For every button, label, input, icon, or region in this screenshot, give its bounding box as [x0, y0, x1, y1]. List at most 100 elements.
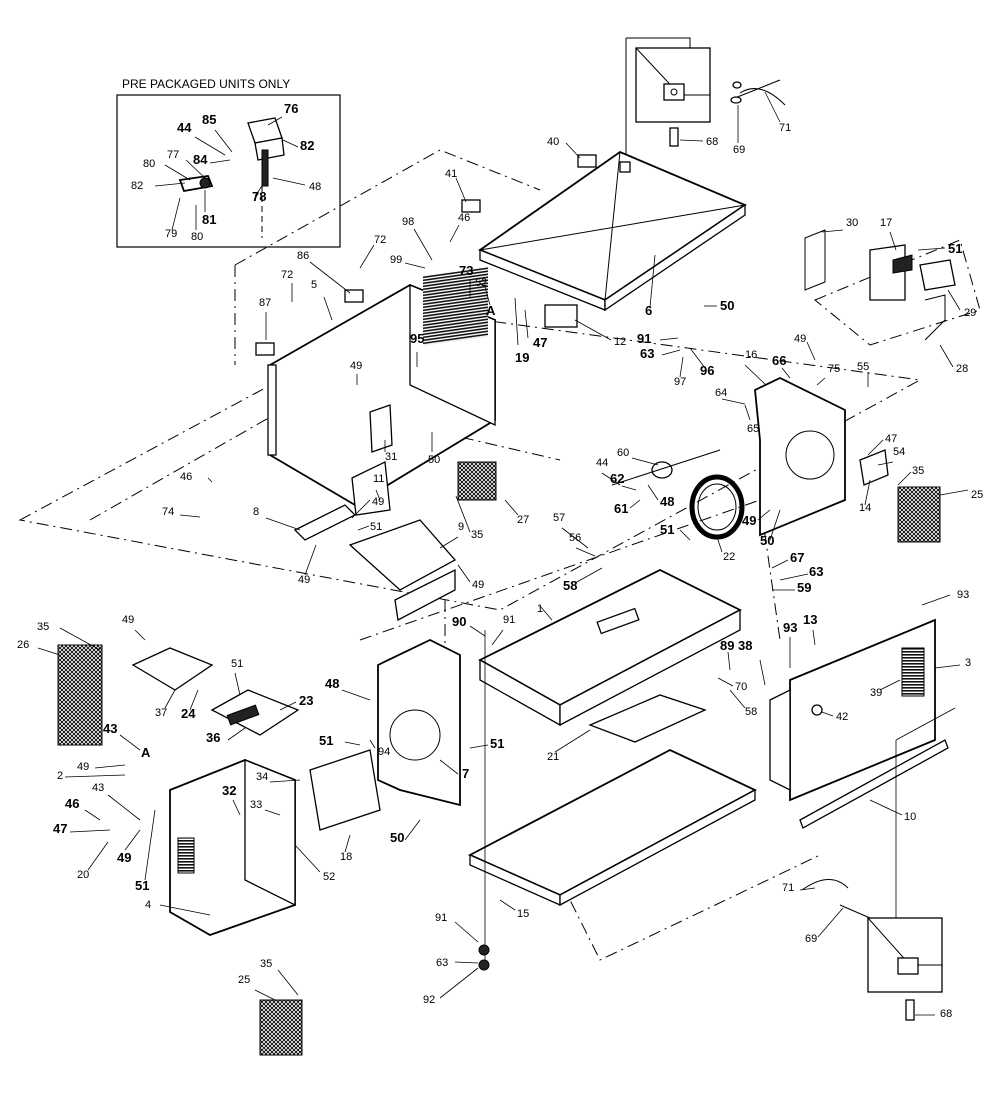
leader-line-35: [455, 495, 471, 533]
part-label-92: 92: [423, 994, 435, 1006]
part-label-50: 50: [760, 533, 774, 548]
part-label-64: 64: [715, 387, 727, 399]
part-label-90: 90: [452, 614, 466, 629]
part-label-6: 6: [645, 303, 652, 318]
leader-line-42: [821, 711, 834, 717]
part-label-52: 52: [475, 277, 487, 289]
leader-line-69: [817, 907, 844, 938]
part-label-26: 26: [17, 639, 29, 651]
part-label-78: 78: [252, 189, 266, 204]
part-label-80: 80: [191, 231, 203, 243]
fan-ring: [689, 474, 745, 540]
part-label-46: 46: [65, 796, 79, 811]
part-label-16: 16: [745, 349, 757, 361]
part-label-63: 63: [809, 564, 823, 579]
part-label-80: 80: [143, 158, 155, 170]
leader-line-58: [729, 689, 746, 709]
part-label-24: 24: [181, 706, 196, 721]
control-panels: [131, 647, 300, 736]
mesh-screen-25-right: [897, 486, 941, 543]
leader-line-71: [799, 887, 816, 891]
leader-line-35: [277, 969, 299, 996]
control-box: [169, 759, 296, 936]
leader-line-2: [64, 774, 126, 778]
part-label-60: 60: [617, 447, 629, 459]
part-label-91: 91: [503, 614, 515, 626]
leader-line-56: [575, 547, 596, 557]
leader-line-48: [272, 177, 306, 186]
part-label-49: 49: [350, 360, 362, 372]
leader-line-47: [69, 829, 111, 833]
mesh-screen-26: [57, 644, 103, 746]
leader-line-86: [309, 261, 351, 294]
part-label-56: 56: [569, 532, 581, 544]
leader-line-64: [721, 398, 746, 405]
hinges: [255, 154, 597, 356]
leader-line-34: [269, 779, 301, 783]
part-label-72: 72: [281, 269, 293, 281]
leader-line-8: [265, 517, 301, 531]
leader-line-24: [189, 689, 199, 711]
leader-line-20: [87, 841, 109, 871]
part-label-68: 68: [940, 1008, 952, 1020]
leader-line-62: [621, 485, 637, 491]
top-panel: [478, 150, 747, 328]
leader-line-99: [404, 262, 426, 269]
leader-line-58: [574, 567, 603, 584]
part-label-35: 35: [260, 958, 272, 970]
leader-line-54: [877, 461, 894, 466]
leader-line-48: [341, 689, 371, 701]
leader-line-25: [254, 989, 276, 1001]
leader-line-68: [679, 139, 704, 142]
part-label-73: 73: [459, 263, 473, 278]
part-label-65: 65: [747, 423, 759, 435]
part-label-44: 44: [177, 120, 192, 135]
part-label-70: 70: [735, 681, 747, 693]
part-label-81: 81: [202, 212, 216, 227]
motor-assembly: [611, 449, 721, 486]
part-label-86: 86: [297, 250, 309, 262]
part-label-49: 49: [742, 513, 756, 528]
leader-line-96: [689, 347, 706, 369]
leader-line-41: [455, 177, 467, 203]
part-label-74: 74: [162, 506, 174, 518]
part-label-38: 38: [738, 638, 752, 653]
leader-line-11: [375, 489, 381, 501]
part-label-46: 46: [180, 471, 192, 483]
part-label-68: 68: [706, 136, 718, 148]
part-label-52: 52: [323, 871, 335, 883]
inset-frame: [116, 94, 341, 248]
part-label-46: 46: [458, 212, 470, 224]
air-ducts: [351, 404, 393, 516]
leader-line-19: [514, 297, 519, 346]
parts-artwork: [18, 37, 981, 1056]
mesh-screen-27: [457, 461, 497, 501]
leader-line-6: [649, 254, 656, 308]
part-label-50: 50: [720, 298, 734, 313]
part-label-20: 20: [77, 869, 89, 881]
leader-line-82: [282, 139, 299, 148]
part-label-96: 96: [700, 363, 714, 378]
part-label-42: 42: [836, 711, 848, 723]
leader-line-39: [879, 679, 901, 691]
part-label-30: 30: [846, 217, 858, 229]
part-label-51: 51: [948, 241, 962, 256]
part-label-49: 49: [794, 333, 806, 345]
leader-line-49: [304, 544, 317, 576]
part-label-98: 98: [402, 216, 414, 228]
part-label-49: 49: [122, 614, 134, 626]
leader-line-3: [934, 664, 961, 669]
leader-line-61: [629, 499, 641, 509]
leader-line-44: [194, 136, 226, 156]
part-label-21: 21: [547, 751, 559, 763]
leader-line-78: [254, 185, 263, 197]
leader-line-80: [164, 164, 191, 181]
leader-line-1: [539, 605, 553, 621]
part-label-71: 71: [782, 882, 794, 894]
part-label-36: 36: [206, 730, 220, 745]
leader-line-51: [357, 525, 370, 531]
leader-line-97: [679, 356, 684, 378]
leader-line-74: [179, 514, 201, 518]
part-label-25: 25: [971, 489, 983, 501]
part-label-10: 10: [904, 811, 916, 823]
